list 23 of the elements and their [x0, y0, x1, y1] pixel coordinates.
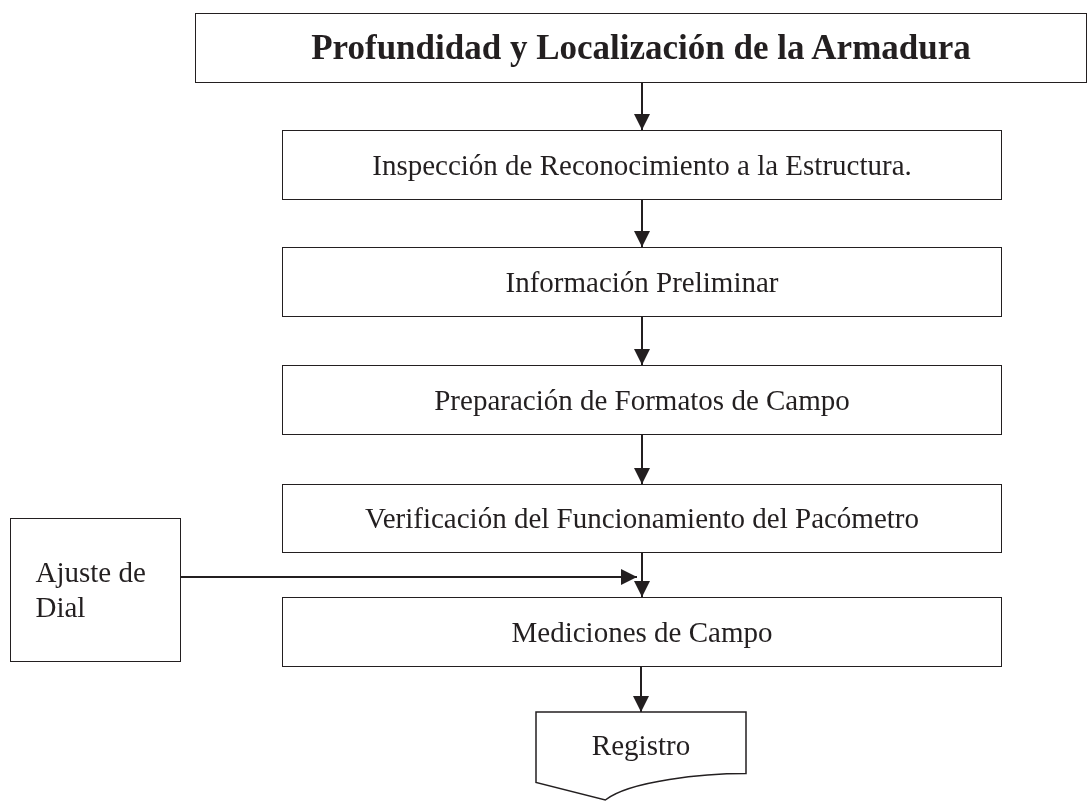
- box-label: Registro: [591, 727, 691, 763]
- arrow: [634, 552, 650, 598]
- process-box: [282, 597, 1002, 667]
- box-label: Mediciones de Campo: [511, 614, 773, 650]
- title-text: Profundidad y Localización de la Armadura: [311, 27, 971, 69]
- arrow: [180, 569, 638, 585]
- process-box: [10, 518, 181, 662]
- process-box: [282, 130, 1002, 200]
- box-label: Inspección de Reconocimiento a la Estructura.: [372, 147, 912, 183]
- process-box: [282, 365, 1002, 435]
- arrow: [634, 82, 650, 131]
- box-label: Preparación de Formatos de Campo: [434, 382, 850, 418]
- box-label: Ajuste de Dial: [35, 555, 147, 625]
- box-label: Información Preliminar: [505, 264, 779, 300]
- process-box: [282, 484, 1002, 553]
- arrow: [634, 316, 650, 366]
- process-box: [282, 247, 1002, 317]
- box-label: Verificación del Funcionamiento del Pacómetro: [364, 501, 919, 536]
- arrow: [633, 666, 649, 713]
- arrow: [634, 434, 650, 485]
- document-shape: [536, 712, 746, 800]
- arrow: [634, 199, 650, 248]
- title-box: [195, 13, 1087, 83]
